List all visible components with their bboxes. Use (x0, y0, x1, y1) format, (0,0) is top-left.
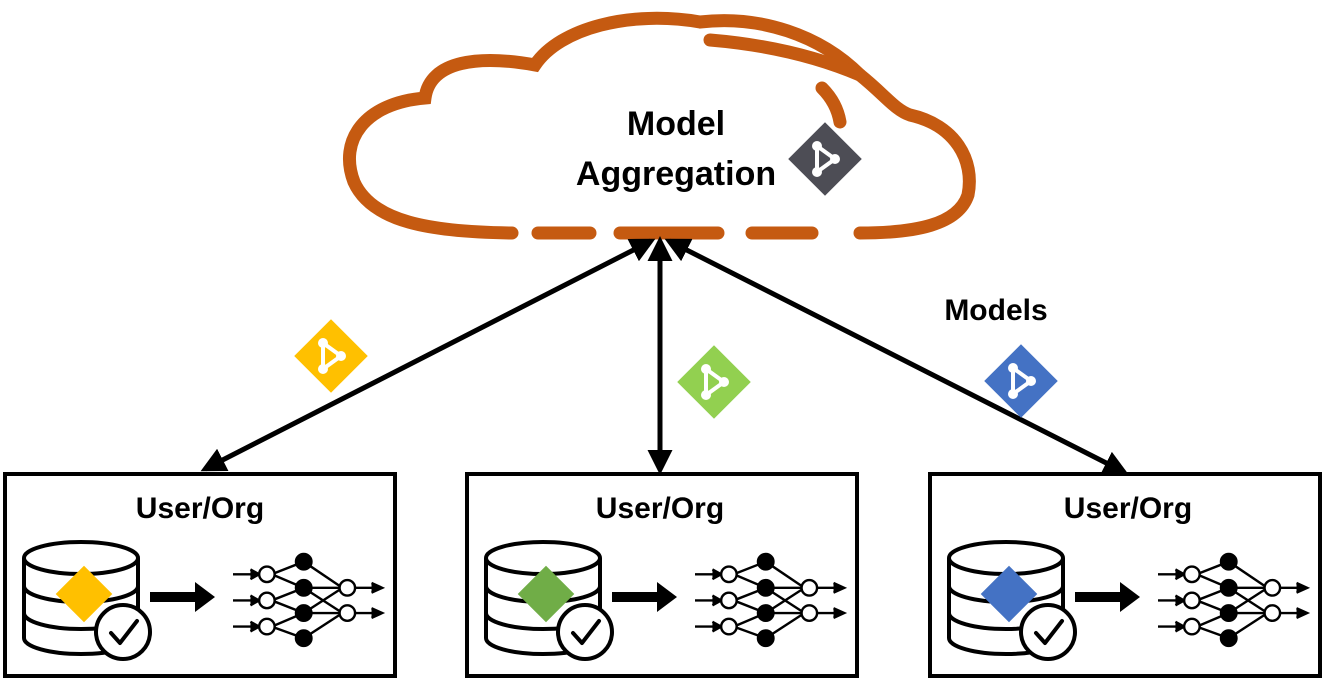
data-diamond (517, 565, 575, 623)
client-label: User/Org (596, 492, 724, 525)
client-label: User/Org (136, 492, 264, 525)
models-label: Models (944, 294, 1047, 327)
check-mark (109, 619, 139, 645)
arrow-right (664, 238, 1129, 475)
train-arrow-icon (150, 582, 215, 612)
client-box-3: User/Org (928, 472, 1322, 678)
client-label: User/Org (1064, 492, 1192, 525)
client-box-2: User/Org (465, 472, 859, 678)
aggregated-model-icon (787, 121, 863, 197)
check-icon (1019, 603, 1077, 661)
check-icon (94, 603, 152, 661)
cloud-title-line1: Model (627, 105, 725, 143)
arrow-left (200, 238, 656, 472)
train-arrow-icon (1075, 582, 1140, 612)
model-icon-yellow (293, 318, 369, 394)
model-icon-green (676, 344, 752, 420)
train-arrow-icon (612, 582, 677, 612)
cloud-shape (343, 11, 976, 240)
cloud-title-line2: Aggregation (576, 155, 776, 193)
data-diamond (980, 565, 1038, 623)
client-box-1: User/Org (3, 472, 397, 678)
check-mark (1034, 619, 1064, 645)
check-mark (571, 619, 601, 645)
arrows (200, 236, 1129, 475)
check-icon (556, 603, 614, 661)
